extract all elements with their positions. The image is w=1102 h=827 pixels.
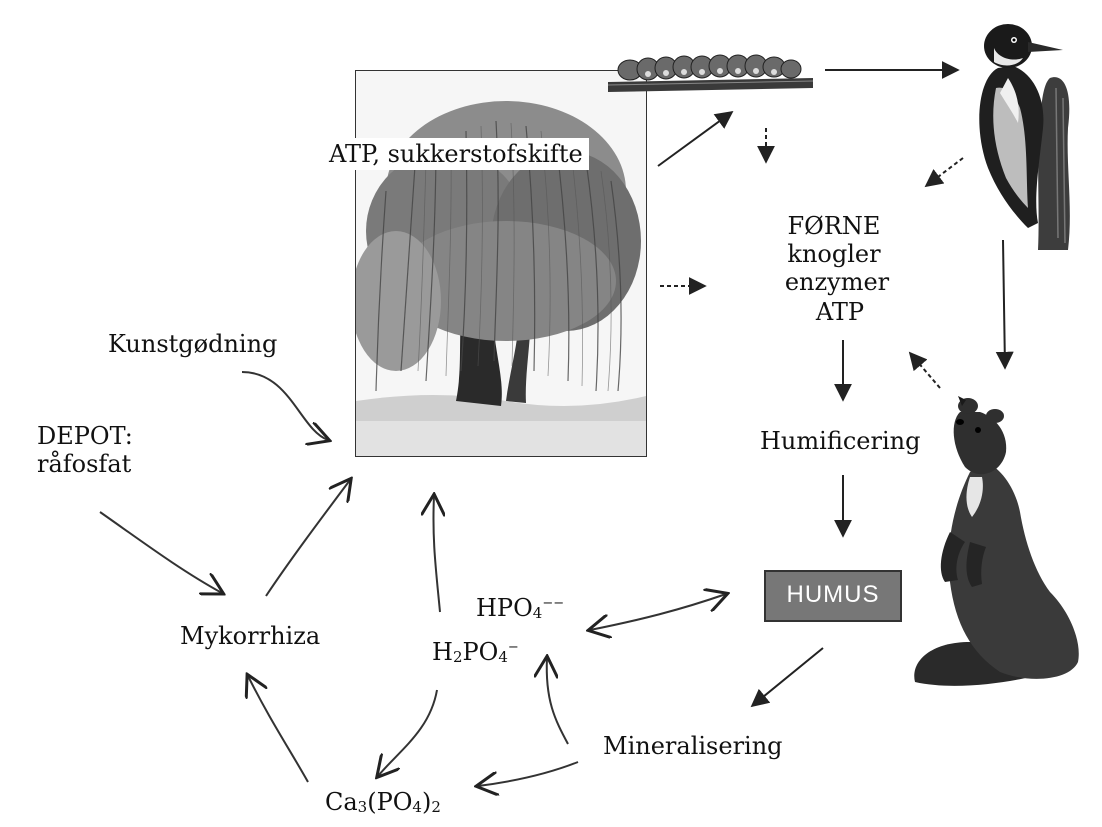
atp-metabolism-label: ATP, sukkerstofskifte: [323, 138, 589, 170]
ca-subscript-3: 3: [357, 798, 368, 816]
depot-title: DEPOT:: [37, 422, 133, 450]
arrow-humus-to-mineralisering: [750, 647, 824, 708]
humificering-label: Humificering: [760, 427, 921, 455]
arrow-mineralisering-to-h2po4: [547, 658, 569, 745]
h2po4-h: H: [432, 638, 453, 666]
arrow-kunstgodning-to-tree: [241, 371, 328, 440]
dashed-arrow-woodpecker-to-forne: [924, 157, 964, 188]
calcium-phosphate-label: Ca3(PO4)2: [325, 788, 441, 821]
atp-label: ATP: [815, 298, 865, 326]
depot-subtitle: råfosfat: [37, 450, 132, 478]
kunstgodning-label: Kunstgødning: [108, 330, 278, 358]
depot-label: DEPOT: råfosfat: [37, 422, 133, 478]
arrow-depot-to-mykorrhiza: [99, 511, 222, 593]
h2po4-subscript-4: 4: [498, 648, 508, 666]
enzymer-label: enzymer: [784, 268, 890, 296]
h2po4-superscript: −: [507, 640, 519, 655]
hpo4-subscript: 4: [532, 604, 543, 622]
mykorrhiza-label: Mykorrhiza: [180, 622, 321, 650]
forne-label: FØRNE: [787, 212, 881, 240]
ca-symbol: Ca: [325, 788, 358, 816]
humus-box: HUMUS: [764, 570, 902, 622]
arrow-h2po4-to-tree: [433, 496, 440, 613]
arrow-tree-to-caterpillar: [657, 110, 734, 167]
arrow-mykorrhiza-to-tree: [265, 480, 350, 597]
hpo4-label: HPO4−−: [476, 590, 564, 627]
arrow-humus-hpo4-bidirectional: [590, 594, 726, 630]
arrow-woodpecker-to-marten: [995, 239, 1014, 370]
woodpecker-icon: [968, 18, 1083, 254]
ca-subscript-2: 2: [431, 798, 441, 816]
willow-tree-icon: [355, 70, 647, 457]
marten-icon: [910, 392, 1085, 694]
hpo4-base: HPO: [476, 594, 533, 622]
dashed-arrow-marten-to-forne: [908, 351, 941, 389]
ca-po: (PO: [367, 788, 413, 816]
mineralisering-label: Mineralisering: [603, 732, 783, 760]
ca-subscript-4: 4: [412, 798, 422, 816]
h2po4-subscript-2: 2: [452, 648, 463, 666]
hpo4-superscript: −−: [542, 596, 565, 611]
caterpillar-icon: [607, 52, 814, 98]
knogler-label: knogler: [787, 240, 881, 268]
h2po4-label: H2PO4−: [432, 634, 519, 671]
arrow-h2po4-to-ca-phosphate: [378, 689, 438, 776]
ca-close-paren: ): [421, 788, 432, 816]
h2po4-po: PO: [462, 638, 499, 666]
arrow-ca-phosphate-to-mykorrhiza: [248, 676, 309, 783]
arrow-mineralisering-to-ca-phosphate: [478, 761, 579, 786]
